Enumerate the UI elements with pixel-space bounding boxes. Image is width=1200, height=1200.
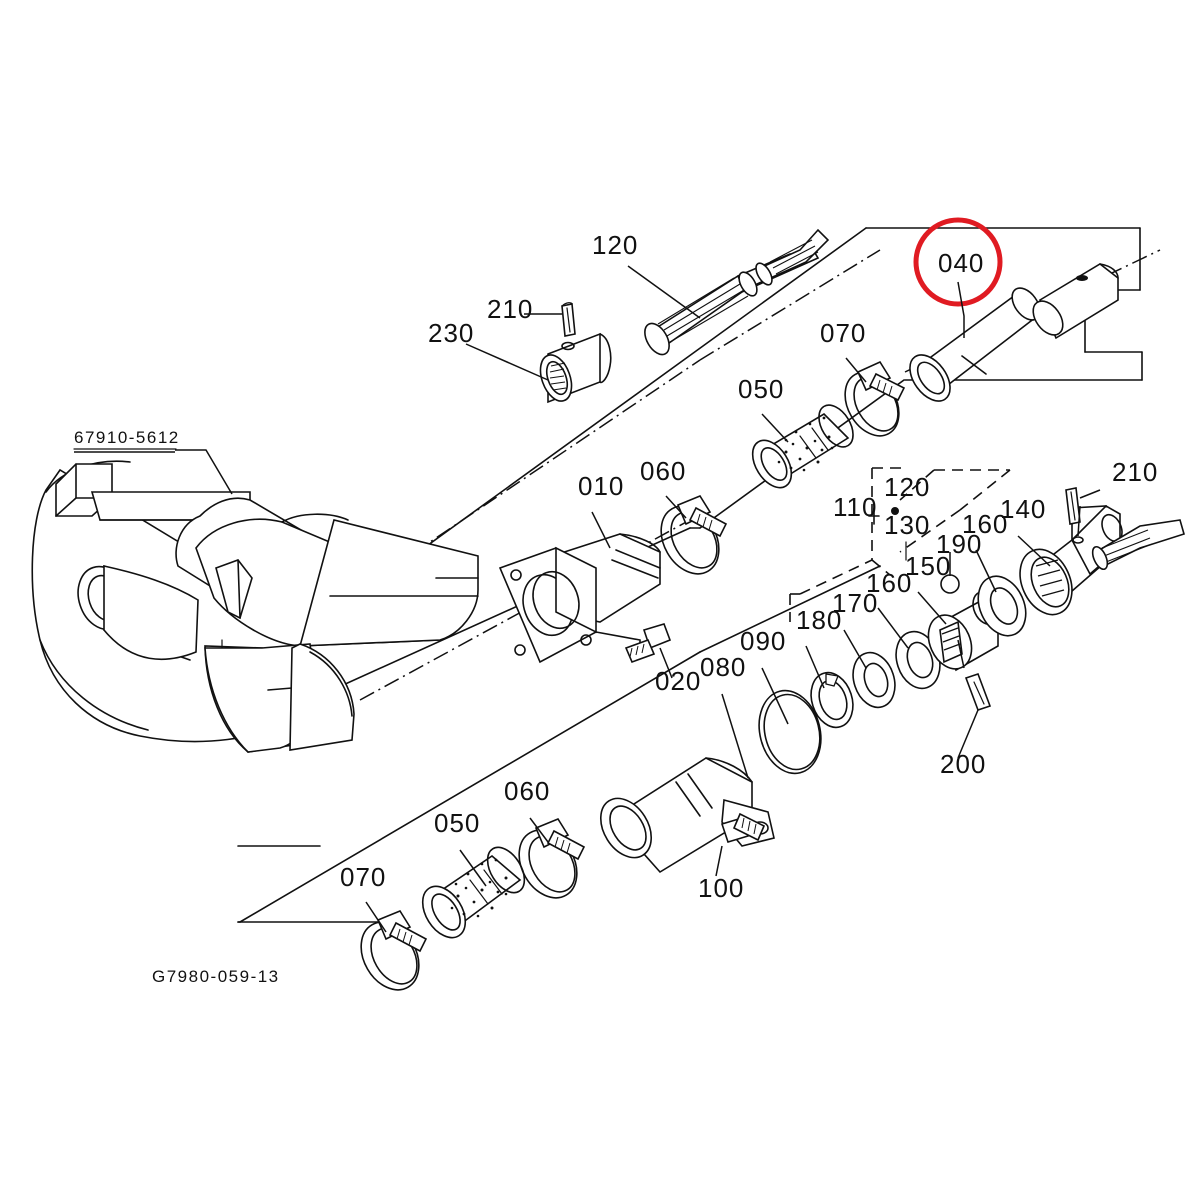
label-part-230: 230 [428,318,474,348]
label-part-160-lower: 160 [866,568,912,598]
part-070-hose-clamp-upper [844,357,906,437]
part-180-snap-ring [805,645,854,729]
part-230-coupling-sleeve [539,332,612,404]
label-part-200: 200 [940,749,986,779]
leader-040 [957,281,965,338]
part-210-roll-pin-upper [561,302,576,337]
highlight-circle-040 [913,217,1003,307]
label-part-210-right: 210 [1112,457,1158,487]
part-120-splined-shaft-upper [644,228,830,356]
part-200-roll-pin [957,639,992,759]
label-part-010: 010 [578,471,624,501]
part-100-bolt [715,812,766,877]
label-part-170: 170 [832,588,878,618]
label-part-160-upper: 160 [962,509,1008,539]
label-part-020: 020 [655,666,701,696]
label-part-210-top: 210 [487,294,533,324]
part-210-roll-pin-right [1065,487,1101,537]
part-140-splined-coupler [1017,505,1123,616]
part-020-bolt [624,623,673,679]
label-part-120-middle: 120 [884,472,930,502]
part-040-drive-shaft-tube [909,263,1119,402]
label-part-100: 100 [698,873,744,903]
label-part-040: 040 [938,248,984,278]
label-part-070-bottom: 070 [340,862,386,892]
part-070-hose-clamp-bottom [360,901,428,991]
label-part-190: 190 [936,529,982,559]
label-drawing-code: G7980-059-13 [152,967,280,986]
label-part-140: 140 [1000,494,1046,524]
transmission-housing [31,460,479,753]
label-part-070-top: 070 [820,318,866,348]
part-010-flange-tube [498,511,661,664]
part-060-hose-clamp-bottom [518,817,586,899]
label-part-050-middle: 050 [738,374,784,404]
label-part-050-bottom: 050 [434,808,480,838]
label-assembly-code: 67910-5612 [74,428,180,447]
part-160-washer-lower [877,607,941,690]
group-bracket-110-120-130 [868,467,907,576]
part-090-o-ring [758,667,822,775]
part-190-steel-ball [940,552,960,594]
callout-leader-lines [465,265,701,381]
label-part-110: 110 [833,492,877,522]
label-part-180: 180 [796,605,842,635]
label-part-150: 150 [905,551,951,581]
label-part-060-bottom: 060 [504,776,550,806]
label-part-130: 130 [884,510,930,540]
label-part-120-top: 120 [592,230,638,260]
part-170-washer [843,629,896,709]
label-part-090: 090 [740,626,786,656]
label-part-060-middle: 060 [640,456,686,486]
group-dashed-boundary-cluster [789,469,1011,622]
part-splined-shaft-right [1091,519,1185,571]
part-050-rubber-hose-bottom [421,846,526,939]
part-160-washer-upper [975,549,1027,637]
part-060-hose-clamp-middle [660,495,728,575]
leader-assembly-code [74,449,233,495]
label-part-080: 080 [700,652,746,682]
part-050-rubber-hose-middle [751,404,854,489]
